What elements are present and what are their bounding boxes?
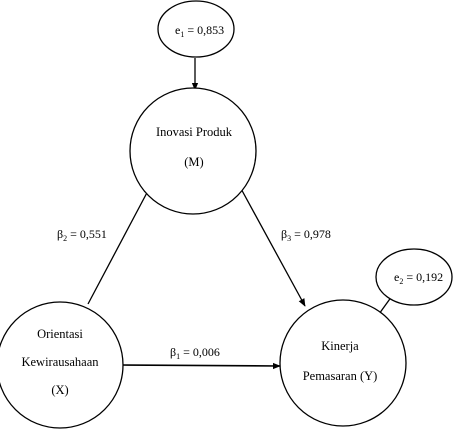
path-coefficient-b3: β3 = 0,978 <box>281 227 331 243</box>
error-ellipse-e2 <box>375 248 453 306</box>
arrow-x-to-m <box>87 186 151 305</box>
node-y-label-line1: Kinerja <box>321 339 359 353</box>
node-m-label-line2: (M) <box>184 155 203 169</box>
node-x-label-line3: (X) <box>51 383 68 397</box>
node-y-circle <box>279 299 407 427</box>
node-x-label-line1: Orientasi <box>37 327 83 341</box>
node-y-label-line2: Pemasaran (Y) <box>303 369 378 383</box>
error-ellipse-e1 <box>157 0 235 58</box>
error-label-e1: e1 = 0,853 <box>175 23 224 39</box>
node-m-label-line1: Inovasi Produk <box>156 125 233 139</box>
arrow-x-to-y <box>121 362 281 370</box>
arrow-m-to-y <box>238 184 306 307</box>
node-x-label-line2: Kewirausahaan <box>21 355 99 369</box>
node-m-circle <box>129 87 257 215</box>
error-label-e2: e2 = 0,192 <box>394 270 443 286</box>
path-coefficient-b1: β1 = 0,006 <box>170 345 220 361</box>
path-coefficient-b2: β2 = 0,551 <box>57 227 107 243</box>
node-x-circle <box>0 301 124 429</box>
